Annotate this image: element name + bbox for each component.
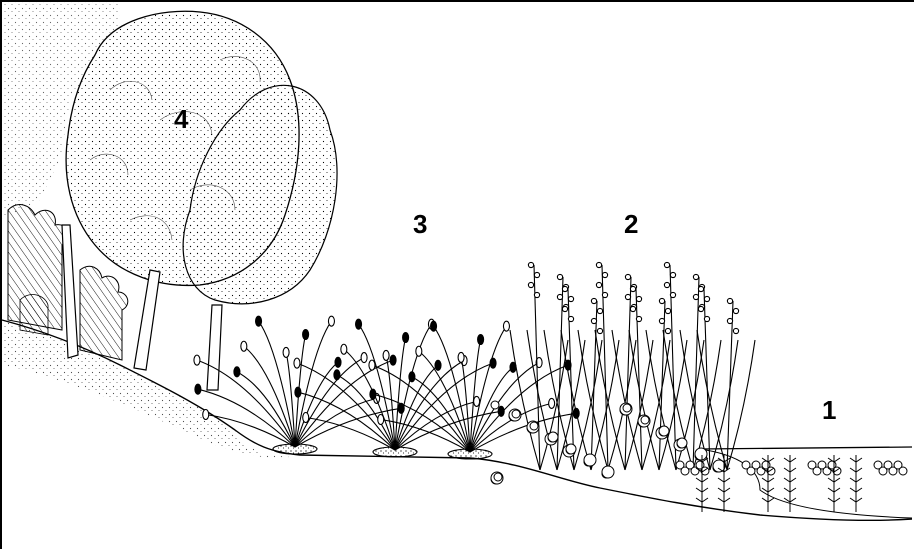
bush-leaf xyxy=(584,454,596,466)
aquatic-plant xyxy=(874,461,907,475)
zone-label-2: 2 xyxy=(624,211,638,237)
bush-leaf xyxy=(602,466,614,478)
reed xyxy=(578,262,636,470)
reed xyxy=(663,274,721,470)
bush-leaf xyxy=(659,426,669,436)
reed xyxy=(680,286,738,470)
bush-leaf xyxy=(548,432,558,442)
grass-tussocks xyxy=(194,316,579,459)
reed xyxy=(595,274,653,470)
bush-leaf xyxy=(494,473,502,481)
reed xyxy=(646,262,704,470)
aquatic-plant xyxy=(676,461,709,475)
zone-label-4: 4 xyxy=(174,106,188,132)
tree-canopy-front xyxy=(66,11,299,285)
reed xyxy=(612,286,670,470)
water-channel xyxy=(700,447,912,518)
bush-leaf xyxy=(491,401,499,409)
bush-leaf xyxy=(512,410,520,418)
aquatic-plant xyxy=(850,455,862,512)
aquatic-plant xyxy=(808,461,841,475)
bush-leaf xyxy=(530,422,538,430)
bush-leaf xyxy=(641,416,649,424)
aquatic-plant xyxy=(742,461,775,475)
aquatic-plant xyxy=(784,455,796,512)
zone-label-3: 3 xyxy=(413,211,427,237)
bush-leaf xyxy=(623,404,631,412)
zone-label-1: 1 xyxy=(822,397,836,423)
bush-leaf xyxy=(677,438,687,448)
bush-leaf xyxy=(566,444,576,454)
